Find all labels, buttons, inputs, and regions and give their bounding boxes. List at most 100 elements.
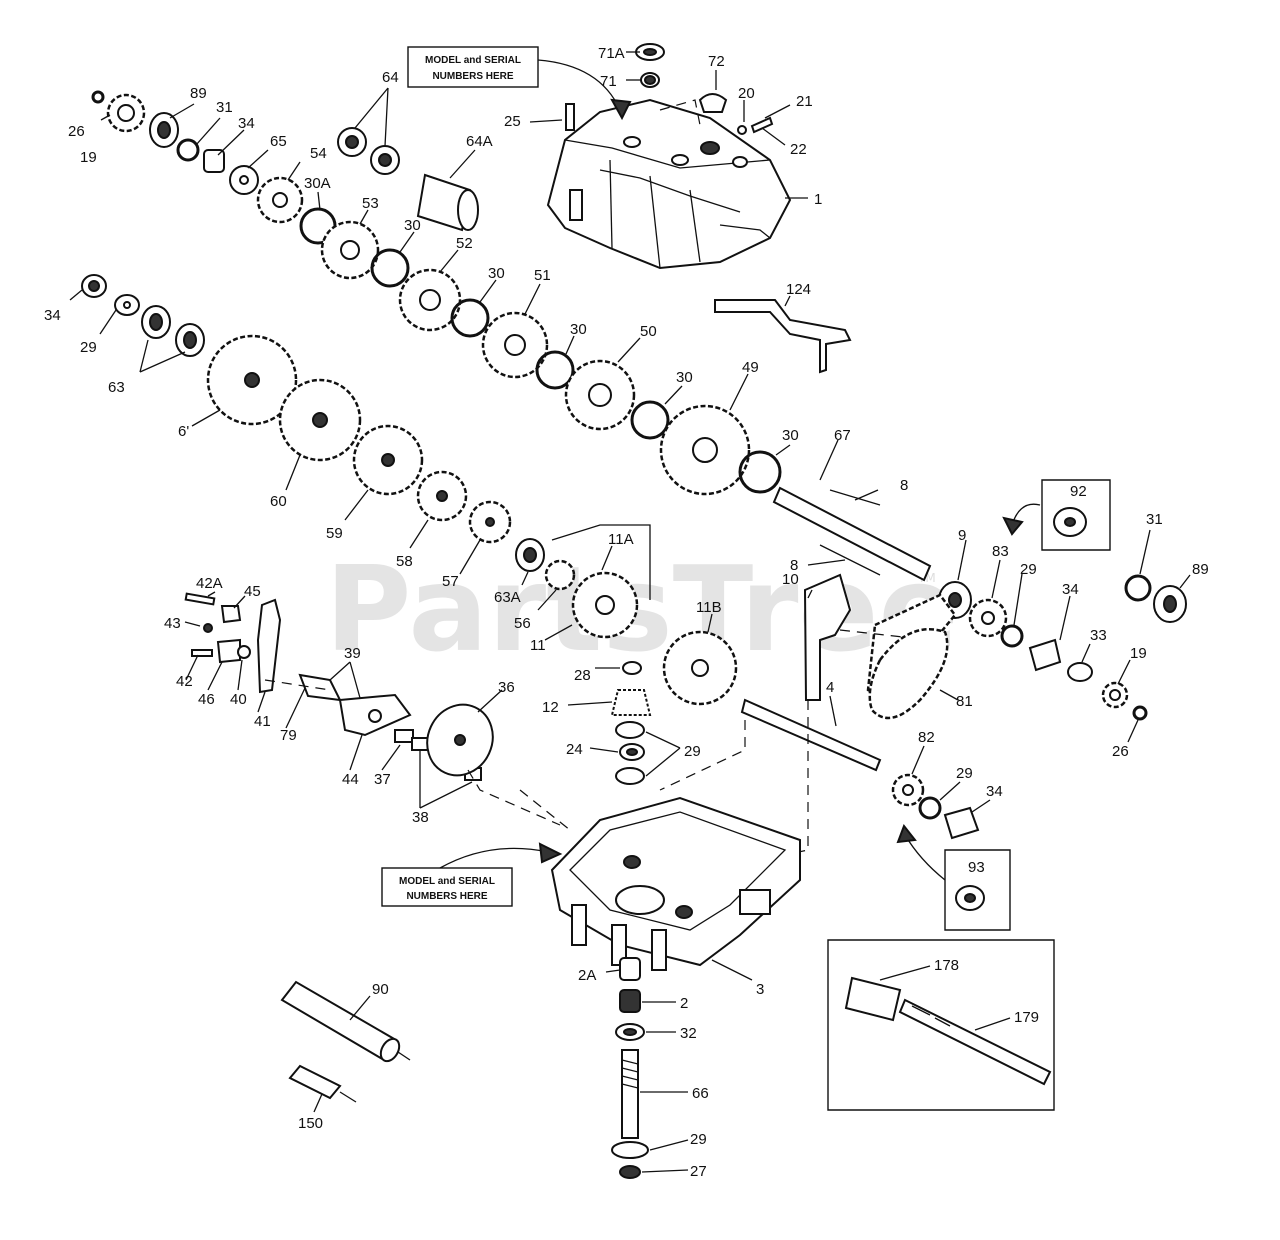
part-labels: 71A 71 72 20 21 22 25 1 64 64A 26 19 89 … [44,45,1209,1180]
svg-text:NUMBERS HERE: NUMBERS HERE [432,71,513,82]
label-37: 37 [374,771,391,788]
label-1: 1 [814,191,822,208]
upper-housing [546,98,792,270]
lower-housing [550,796,801,971]
label-32: 32 [680,1025,697,1042]
label-90: 90 [372,981,389,998]
label-40: 40 [230,691,247,708]
label-30A: 30A [304,175,331,192]
label-79: 79 [280,727,297,744]
watermark: PartsTree [325,540,959,678]
part-81-chain [868,628,949,720]
label-56: 56 [514,615,531,632]
label-34-right: 34 [1062,581,1079,598]
label-71A: 71A [598,45,625,62]
label-41: 41 [254,713,271,730]
label-26-top: 26 [68,123,85,140]
label-29-bottom: 29 [690,1131,707,1148]
label-72: 72 [708,53,725,70]
part-124-bracket [714,299,852,374]
label-21: 21 [796,93,813,110]
label-24: 24 [566,741,583,758]
label-57: 57 [442,573,459,590]
label-81: 81 [956,693,973,710]
label-89-right: 89 [1192,561,1209,578]
label-30-e: 30 [782,427,799,444]
label-30-d: 30 [676,369,693,386]
label-30-c: 30 [570,321,587,338]
label-22: 22 [790,141,807,158]
leader-lines [69,51,1191,1173]
svg-text:MODEL and SERIAL: MODEL and SERIAL [425,55,521,66]
label-124: 124 [786,281,811,298]
label-9: 9 [958,527,966,544]
label-6: 6' [178,423,189,440]
label-3: 3 [756,981,764,998]
shift-linkage [184,592,494,781]
label-44: 44 [342,771,359,788]
label-34-left: 34 [44,307,61,324]
label-4: 4 [826,679,834,696]
label-43: 43 [164,615,181,632]
label-93: 93 [968,859,985,876]
label-65: 65 [270,133,287,150]
label-8-top: 8 [900,477,908,494]
label-28: 28 [574,667,591,684]
label-51: 51 [534,267,551,284]
label-34-lower-right: 34 [986,783,1003,800]
label-38: 38 [412,809,429,826]
label-19-right: 19 [1130,645,1147,662]
label-50: 50 [640,323,657,340]
label-2: 2 [680,995,688,1012]
label-25: 25 [504,113,521,130]
label-60: 60 [270,493,287,510]
label-20: 20 [738,85,755,102]
label-39: 39 [344,645,361,662]
sealant-tubes [280,980,411,1103]
part-178-179-box [827,939,1055,1111]
label-54: 54 [310,145,327,162]
label-42: 42 [176,673,193,690]
label-29-center: 29 [684,743,701,760]
label-31-right: 31 [1146,511,1163,528]
label-58: 58 [396,553,413,570]
label-82: 82 [918,729,935,746]
label-46: 46 [198,691,215,708]
label-179: 179 [1014,1009,1039,1026]
label-10: 10 [782,571,799,588]
part-92-box [1002,479,1111,551]
label-59: 59 [326,525,343,542]
center-small-parts [610,661,652,785]
label-63A: 63A [494,589,521,606]
label-31-top: 31 [216,99,233,116]
label-11A: 11A [608,531,634,548]
label-30-a: 30 [404,217,421,234]
label-66: 66 [692,1085,709,1102]
lower-gear-cluster [81,274,738,706]
model-serial-callout-bottom: MODEL and SERIAL NUMBERS HERE [381,842,563,907]
label-49: 49 [742,359,759,376]
label-89-top: 89 [190,85,207,102]
label-27: 27 [690,1163,707,1180]
label-34-top: 34 [238,115,255,132]
label-2A: 2A [578,967,596,984]
label-52: 52 [456,235,473,252]
svg-text:NUMBERS HERE: NUMBERS HERE [406,891,487,902]
label-71: 71 [600,73,617,90]
label-30-b: 30 [488,265,505,282]
label-19-top: 19 [80,149,97,166]
label-64: 64 [382,69,399,86]
top-small-parts [565,43,774,135]
label-11B: 11B [696,599,722,616]
label-178: 178 [934,957,959,974]
label-8-bottom: 8 [790,557,798,574]
label-33: 33 [1090,627,1107,644]
label-53: 53 [362,195,379,212]
upper-shaft-parts [91,90,782,496]
label-92: 92 [1070,483,1087,500]
model-serial-callout-top: MODEL and SERIAL NUMBERS HERE [407,46,632,121]
label-67: 67 [834,427,851,444]
label-29-right: 29 [1020,561,1037,578]
label-64A: 64A [466,133,493,150]
